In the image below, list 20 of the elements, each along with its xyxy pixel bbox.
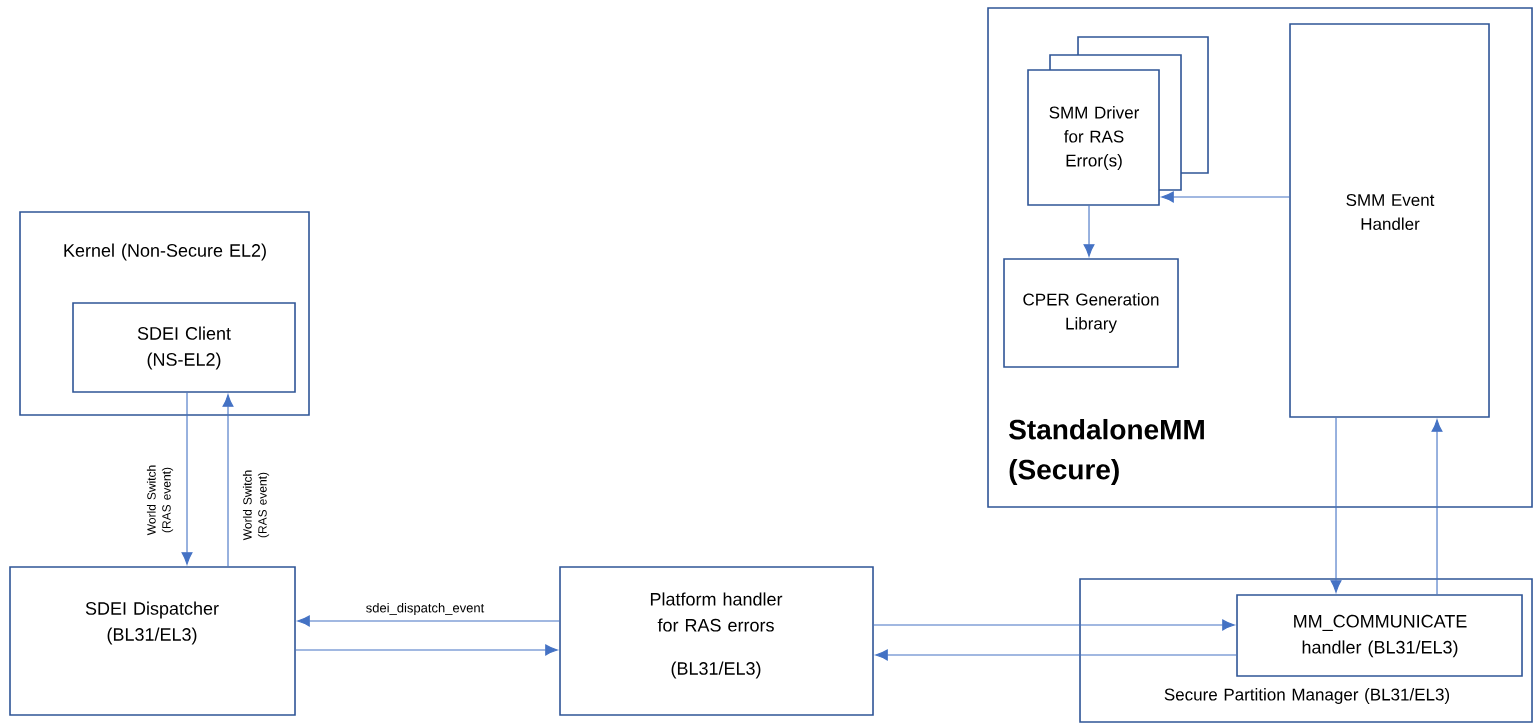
- component-box: SDEI Dispatcher (BL31/EL3): [9, 566, 296, 716]
- component-box: SDEI Client (NS-EL2): [72, 302, 296, 393]
- edge-label: World Switch (RAS event): [242, 470, 270, 541]
- arrow: [297, 615, 560, 627]
- arrow: [222, 394, 234, 567]
- arrow: [1330, 417, 1342, 593]
- component-box: SMM Event Handler: [1289, 23, 1490, 418]
- arrow: [181, 392, 193, 565]
- edge-label: sdei_dispatch_event: [366, 602, 485, 616]
- stacked-box: SMM Driver for RAS Error(s): [1027, 36, 1209, 206]
- component-box: MM_COMMUNICATE handler (BL31/EL3): [1236, 594, 1523, 677]
- edge-label: World Switch (RAS event): [146, 465, 174, 536]
- arrow: [295, 644, 558, 656]
- arrow: [873, 619, 1235, 631]
- arrow: [1431, 419, 1443, 595]
- arrow: [875, 649, 1237, 661]
- arrow: [1161, 191, 1290, 203]
- component-box: Platform handler for RAS errors (BL31/EL3): [559, 566, 874, 716]
- component-box: CPER Generation Library: [1003, 258, 1179, 368]
- arrow: [1083, 205, 1095, 257]
